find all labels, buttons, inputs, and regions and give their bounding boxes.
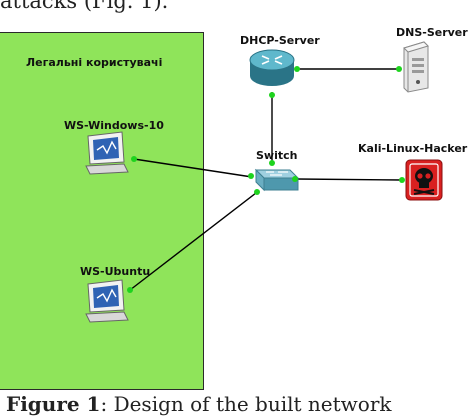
figure-caption: Figure 1: Design of the built network (6, 392, 392, 416)
ws-ubuntu-label: WS-Ubuntu (80, 265, 151, 278)
legal-users-zone (0, 32, 204, 390)
port-dot (131, 156, 137, 162)
port-dot (399, 177, 405, 183)
port-dot (254, 189, 260, 195)
zone-title: Легальні користувачі (26, 56, 163, 69)
switch-label: Switch (256, 149, 298, 162)
link-ubuntu-switch (129, 192, 257, 291)
port-dot (269, 160, 275, 166)
caption-label: Figure 1 (6, 392, 101, 416)
port-dot (396, 66, 402, 72)
port-dot (248, 173, 254, 179)
port-dot (294, 66, 300, 72)
preceding-text: attacks (Fig. 1). (0, 0, 169, 13)
caption-text: : Design of the built network (100, 392, 392, 416)
port-dot (127, 287, 133, 293)
router-icon[interactable] (249, 49, 295, 86)
links (129, 68, 403, 291)
server-icon[interactable] (403, 41, 429, 93)
workstation-ubuntu-icon[interactable] (85, 279, 129, 323)
kali-label: Kali-Linux-Hacker (358, 142, 468, 155)
dhcp-server-label: DHCP-Server (240, 34, 320, 47)
dns-server-label: DNS-Server (396, 26, 468, 39)
ws-windows-label: WS-Windows-10 (64, 119, 164, 132)
workstation-windows-icon[interactable] (85, 131, 129, 175)
port-dot (269, 92, 275, 98)
hacker-skull-icon[interactable] (405, 159, 443, 201)
port-dot (292, 176, 298, 182)
link-switch-kali (295, 178, 403, 181)
link-windows-switch (133, 158, 253, 178)
port-dots (127, 66, 405, 293)
switch-icon[interactable] (254, 168, 300, 192)
